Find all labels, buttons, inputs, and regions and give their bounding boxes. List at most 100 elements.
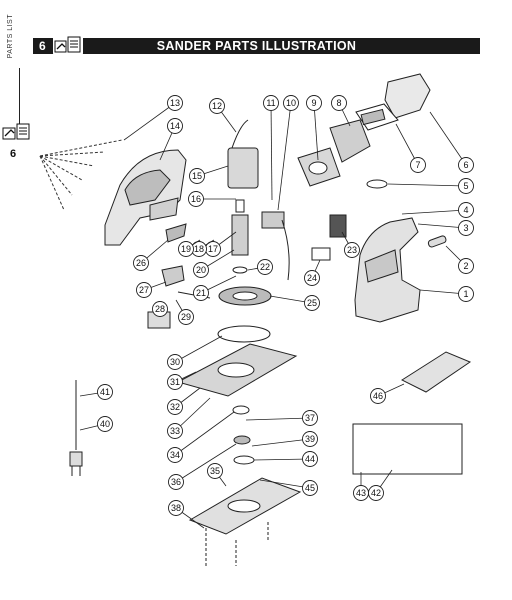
callout-label: 45 (305, 483, 315, 493)
callout-20: 20 (193, 249, 235, 278)
callout-circle (257, 259, 273, 275)
leader-line (387, 183, 467, 187)
callout-circle (207, 463, 223, 479)
callout-32: 32 (167, 387, 201, 415)
callout-circle (97, 416, 113, 432)
callout-46: 46 (370, 383, 405, 404)
leader-line (259, 479, 311, 489)
o-ring (366, 179, 388, 189)
callout-circle (353, 485, 369, 501)
callout-label: 26 (136, 258, 146, 268)
callout-circle (370, 388, 386, 404)
callout-circle (167, 354, 183, 370)
callout-42: 42 (368, 469, 393, 501)
callout-label: 3 (463, 223, 468, 233)
callout-6: 6 (429, 111, 474, 173)
leader-line (313, 102, 319, 161)
callout-18: 18 (191, 239, 215, 257)
callout-circle (193, 285, 209, 301)
callout-label: 30 (170, 357, 180, 367)
callout-39: 39 (251, 431, 318, 447)
callout-label: 41 (100, 387, 110, 397)
eccentric (233, 435, 251, 445)
callout-circle (283, 95, 299, 111)
callout-label: 14 (170, 121, 180, 131)
callout-circle (168, 474, 184, 490)
callout-label: 23 (347, 245, 357, 255)
callout-14: 14 (159, 118, 183, 161)
filter-cover (329, 119, 371, 163)
gasket (217, 325, 271, 343)
callout-33: 33 (167, 397, 211, 439)
callout-17: 17 (205, 231, 237, 257)
callout-26: 26 (133, 239, 169, 271)
callout-label: 24 (307, 273, 317, 283)
callout-label: 18 (194, 244, 204, 254)
callout-11: 11 (263, 95, 279, 201)
lock-pin (427, 235, 447, 248)
callout-circle (304, 270, 320, 286)
callout-label: 2 (463, 261, 468, 271)
callout-circle (458, 178, 474, 194)
callout-label: 46 (373, 391, 383, 401)
callout-9: 9 (306, 95, 322, 161)
callout-3: 3 (417, 220, 474, 236)
callout-label: 8 (336, 98, 341, 108)
leader-line (174, 335, 223, 363)
callout-circle (458, 202, 474, 218)
callout-label: 42 (371, 488, 381, 498)
callout-label: 40 (100, 419, 110, 429)
callout-label: 44 (305, 454, 315, 464)
callout-circle (263, 95, 279, 111)
callout-label: 15 (192, 171, 202, 181)
callout-23: 23 (341, 231, 360, 258)
section-header-bar: 6 SANDER PARTS ILLUSTRATION (33, 35, 480, 55)
callout-label: 13 (170, 98, 180, 108)
callout-label: 4 (463, 205, 468, 215)
callout-label: 7 (415, 160, 420, 170)
callout-label: 35 (210, 466, 220, 476)
callout-5: 5 (387, 178, 474, 194)
leader-line (270, 102, 273, 201)
callout-label: 10 (286, 98, 296, 108)
callout-circle (410, 157, 426, 173)
brush-holder (261, 211, 285, 229)
callout-label: 5 (463, 181, 468, 191)
callout-circle (344, 242, 360, 258)
callout-circle (178, 309, 194, 325)
callout-35: 35 (207, 463, 227, 487)
leader-line (253, 458, 311, 461)
field-coil (227, 147, 259, 189)
header-page-number: 6 (39, 39, 46, 53)
callout-label: 32 (170, 402, 180, 412)
armature (231, 214, 249, 256)
callout-8: 8 (331, 95, 351, 127)
callout-circle (458, 258, 474, 274)
accessory-box (352, 423, 463, 475)
callout-4: 4 (401, 202, 474, 218)
callout-circle (167, 118, 183, 134)
callout-13: 13 (123, 95, 183, 141)
callout-24: 24 (304, 259, 321, 286)
callout-circle (302, 451, 318, 467)
callout-label: 21 (196, 288, 206, 298)
callout-circle (167, 447, 183, 463)
callout-1: 1 (419, 286, 474, 302)
callout-circle (168, 500, 184, 516)
callout-circle (178, 241, 194, 257)
callout-label: 11 (266, 98, 275, 108)
callout-28: 28 (152, 301, 168, 317)
callout-label: 28 (155, 304, 165, 314)
callout-circle (133, 255, 149, 271)
callout-30: 30 (167, 335, 223, 370)
side-page-number: 6 (10, 148, 17, 160)
callout-circle (193, 262, 209, 278)
callout-label: 25 (307, 298, 317, 308)
callout-circle (209, 98, 225, 114)
side-clip (165, 223, 187, 243)
dust-box (384, 73, 431, 119)
pad-screws (205, 522, 269, 568)
callout-label: 22 (260, 262, 270, 272)
callout-label: 6 (463, 160, 468, 170)
